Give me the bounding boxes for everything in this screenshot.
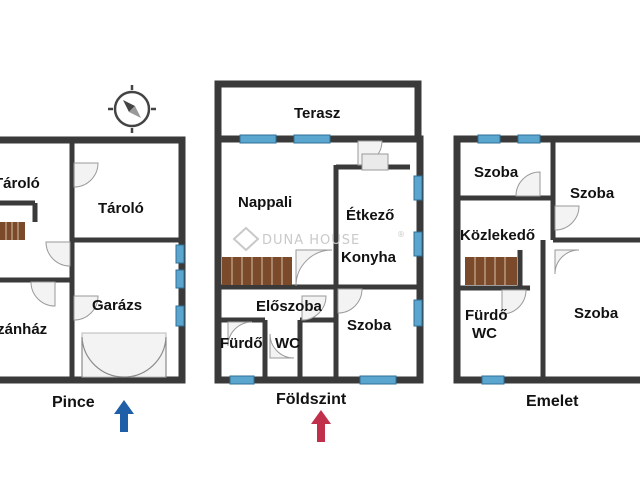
- window: [359, 375, 397, 385]
- window: [239, 134, 277, 144]
- door: [30, 281, 56, 307]
- window: [413, 175, 423, 201]
- door: [45, 241, 71, 267]
- room-label-wc: WC: [472, 325, 497, 342]
- room-label-furdo: Fürdő: [220, 335, 263, 352]
- room-label-furdo: Fürdő: [465, 307, 508, 324]
- room-label-kazanhaz: Kazánház: [0, 321, 47, 338]
- level-label-pince: Pince: [52, 394, 95, 411]
- level-emelet: Szoba Szoba Közlekedő Fürdő WC Szoba Eme…: [453, 134, 640, 410]
- room-label-nappali: Nappali: [238, 194, 292, 211]
- door: [515, 171, 541, 197]
- window: [517, 134, 541, 144]
- garage-door: [81, 332, 167, 378]
- door: [554, 205, 580, 231]
- watermark: DUNA HOUSE ®: [232, 226, 406, 252]
- door: [337, 288, 363, 314]
- door: [269, 333, 295, 359]
- room-label-etkezo: Étkező: [346, 207, 394, 224]
- stairs: [465, 257, 517, 285]
- window: [175, 305, 185, 327]
- window: [293, 134, 331, 144]
- room-label-szoba-2: Szoba: [570, 185, 615, 202]
- window: [413, 231, 423, 257]
- compass-icon: [108, 85, 156, 133]
- door: [73, 162, 99, 188]
- door: [295, 249, 333, 287]
- room-label-kozlekedo: Közlekedő: [460, 227, 535, 244]
- room-label-szoba-1: Szoba: [474, 164, 519, 181]
- door: [501, 289, 527, 315]
- room-label-szoba: Szoba: [347, 317, 392, 334]
- room-label-wc: WC: [275, 335, 300, 352]
- room-label-terasz: Terasz: [294, 105, 340, 122]
- level-label-foldszint: Földszint: [276, 391, 347, 408]
- level-foldszint: Terasz Nappali Étkező Konyha Előszoba Sz…: [214, 80, 424, 408]
- door: [361, 153, 389, 171]
- level-label-emelet: Emelet: [526, 393, 579, 410]
- room-label-eloszoba: Előszoba: [256, 298, 323, 315]
- door: [227, 321, 253, 347]
- window: [477, 134, 501, 144]
- door: [554, 249, 580, 275]
- entrance-arrow-blue-icon: [114, 400, 134, 432]
- room-label-garazs: Garázs: [92, 297, 142, 314]
- entrance-arrow-red-icon: [311, 410, 331, 442]
- watermark-logo-icon: [232, 226, 260, 252]
- watermark-text: DUNA HOUSE: [262, 233, 360, 248]
- window: [413, 299, 423, 327]
- room-label-szoba-3: Szoba: [574, 305, 619, 322]
- watermark-registered-mark: ®: [397, 230, 406, 239]
- room-label-taroló-2: Tároló: [98, 200, 144, 217]
- window: [229, 375, 255, 385]
- room-label-taroló-1: Tároló: [0, 175, 40, 192]
- level-pince: Tároló Tároló Garázs Kazánház Pince: [0, 136, 186, 411]
- stairs: [222, 257, 292, 285]
- window: [481, 375, 505, 385]
- door: [73, 295, 99, 321]
- door: [301, 295, 327, 321]
- room-label-konyha: Konyha: [341, 249, 397, 266]
- window: [175, 244, 185, 264]
- window: [175, 269, 185, 289]
